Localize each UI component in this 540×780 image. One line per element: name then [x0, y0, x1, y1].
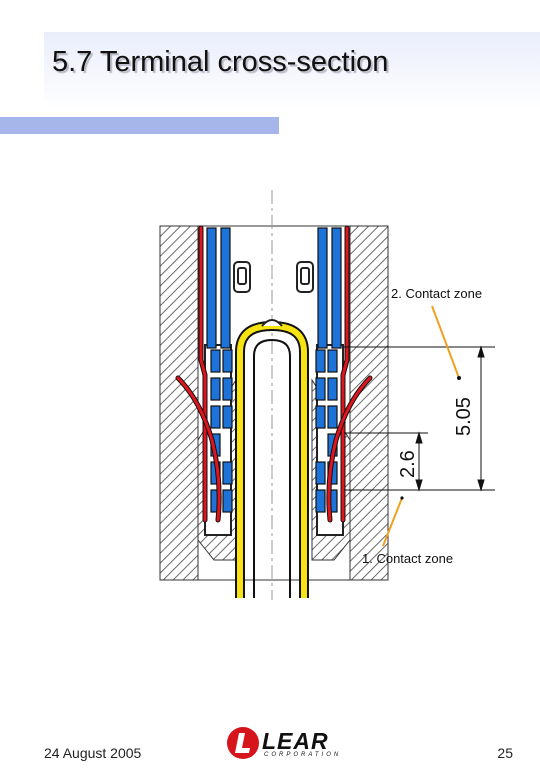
title-band [44, 32, 540, 110]
dimension-2-6 [344, 431, 428, 492]
spring-left [175, 225, 222, 523]
contact-blade-right [315, 227, 342, 513]
callout-upper-label: 2. Contact zone [391, 286, 482, 301]
footer-date: 24 August 2005 [44, 745, 142, 761]
latch-left [233, 261, 251, 293]
dimension-5-05 [344, 345, 495, 492]
dimension-label-long: 5.05 [453, 397, 475, 436]
page-number: 25 [497, 745, 513, 761]
callout-lower-label: 1. Contact zone [362, 551, 453, 566]
leader-line-lower [382, 496, 404, 547]
lear-logo-mark [227, 727, 259, 759]
spring-right [326, 225, 373, 523]
slide-title: 5.7 Terminal cross-section [52, 46, 389, 78]
housing-wall-right [349, 225, 389, 581]
latch-right [296, 261, 314, 293]
accent-bar [0, 117, 279, 134]
pin-tip [261, 319, 283, 327]
housing-wall-left [159, 225, 199, 581]
lear-logo: LEAR CORPORATION [226, 725, 350, 761]
contact-blade-left [206, 227, 233, 513]
terminal-cross-section-diagram: 5.05 2.6 2. Contact zone 1. Contact zone [159, 190, 495, 600]
lear-logo-text: LEAR [262, 728, 329, 754]
dimension-label-short: 2.6 [397, 450, 419, 478]
leader-line-upper [431, 305, 461, 380]
lear-logo-subtext: CORPORATION [264, 752, 342, 758]
